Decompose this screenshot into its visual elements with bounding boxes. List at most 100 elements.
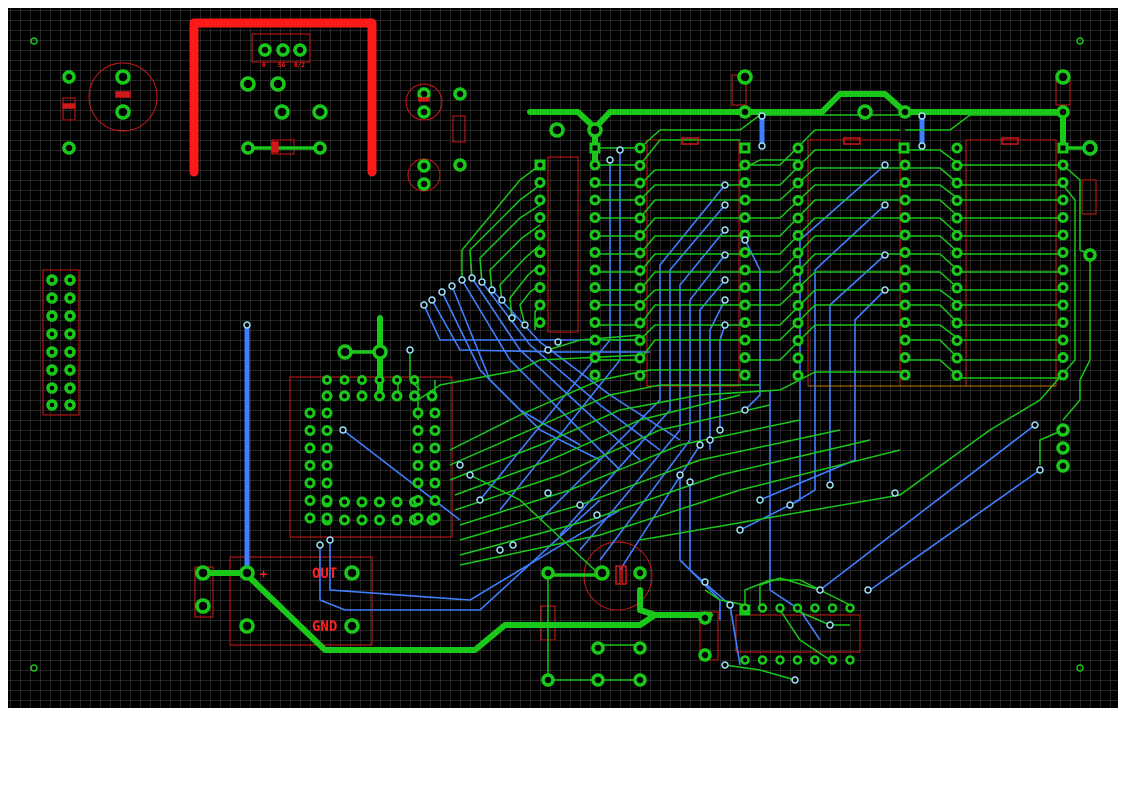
qfp-pad [321,477,333,489]
dip-pin [534,264,546,276]
dip-pin [589,352,601,363]
via [316,541,324,549]
ic-pin [827,655,838,665]
dip-pin [951,352,963,364]
via [881,201,889,209]
pads [46,43,1098,687]
via [466,471,474,479]
dip-pin [792,352,804,364]
dip-pin [899,247,911,258]
dip-pin [1057,369,1069,381]
dip-pin [951,212,963,224]
via [686,478,694,486]
ic-pin [740,655,750,665]
via [438,288,446,296]
dip-pin [951,282,963,294]
via [593,511,601,519]
dip-pin [634,195,646,206]
via [448,282,456,290]
dip-pin [899,177,911,188]
dip-pin [589,212,601,223]
qfp-pad [374,375,385,385]
dip-pin [534,229,546,241]
tqfp-chip-pads [304,375,441,526]
qfp-pad [321,495,333,506]
ic-pin [757,655,768,665]
dip-pin [739,264,751,276]
dip-pin [634,300,646,311]
via [478,278,486,286]
qfp-pad [374,390,385,402]
dip-pin [634,247,646,259]
dip-pin [634,282,646,294]
switch-pin-b-label: SG [278,62,286,69]
via [554,338,562,346]
dip-pin [589,299,601,311]
qfp-pad [429,407,441,419]
dip-ic-pins [534,142,1069,381]
via [420,301,428,309]
via [428,296,436,304]
via [498,296,506,304]
dip-pin [899,334,911,346]
qfp-pad [374,514,385,526]
dip-pin [634,160,646,171]
via [721,181,729,189]
via [816,586,824,594]
via [918,112,926,120]
via [706,436,714,444]
vias [243,112,1044,684]
qfp-pad [426,390,438,402]
dip-pin [1057,352,1069,363]
qfp-pad [321,442,333,454]
dip-pin [951,160,963,171]
via [509,541,517,549]
regulator-plus-label: + [260,567,267,581]
dip-pin [951,265,963,276]
ic-pin [792,655,803,665]
dip-pin [739,317,751,328]
via [544,346,552,354]
qfp-pad [412,477,424,489]
dip-pin [951,177,963,189]
dip-pin [634,370,646,381]
switch-pin-a-label: 0 [262,62,266,69]
via [826,481,834,489]
qfp-pad [391,514,403,526]
dip-pin [899,264,911,276]
qfp-pad [321,407,333,419]
dip-pin [792,212,804,224]
qfp-pad [391,390,403,402]
via [736,526,744,534]
dip-pin [899,282,911,293]
dip-pin [634,335,646,346]
via [676,471,684,479]
via [758,112,766,120]
dip-pin [589,177,601,188]
via [721,201,729,209]
via [741,236,749,244]
dip-pin [792,317,804,329]
qfp-pad [322,375,332,385]
via [881,286,889,294]
via [826,621,834,629]
qfp-pad [429,512,441,524]
dip-pin [534,212,546,223]
qfp-pad [339,496,350,508]
qfp-pad [374,496,385,508]
qfp-pad [392,375,402,385]
qfp-pad [412,425,424,436]
qfp-pad [412,512,424,524]
dip-pin [534,159,546,171]
via [696,441,704,449]
ic-pin [775,655,785,665]
dip-pin [899,299,911,311]
dip-pin [634,352,646,364]
dip-pin [792,335,804,346]
dip-pin [899,317,911,328]
via [758,142,766,150]
via [243,321,251,329]
dip-pin [1057,264,1069,276]
dip-pin [1057,229,1069,241]
dip-pin [899,352,911,363]
